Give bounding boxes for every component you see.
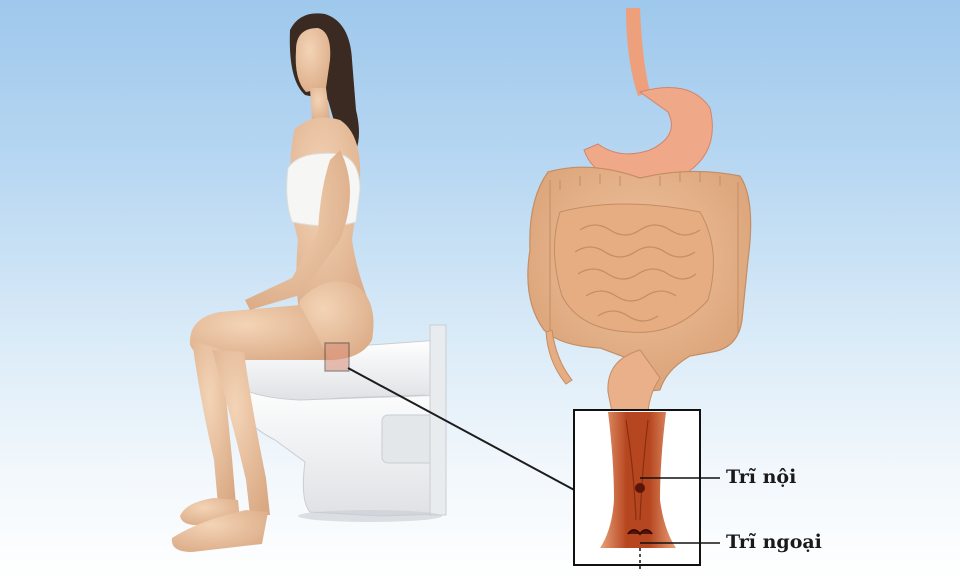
- label-external-hemorrhoid: Trĩ ngoại: [726, 531, 822, 553]
- rectum-zoom-box: [574, 410, 700, 572]
- label-internal-hemorrhoid: Trĩ nội: [726, 466, 796, 488]
- focus-marker: [325, 343, 349, 371]
- internal-hemorrhoid-mark: [635, 483, 645, 493]
- digestive-system: [528, 8, 751, 412]
